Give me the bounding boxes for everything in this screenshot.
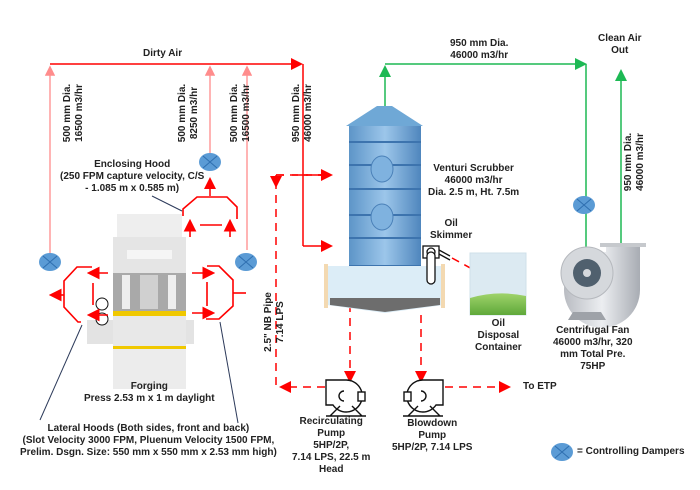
enclosing-hood-label: Enclosing Hood(250 FPM capture velocity,… bbox=[60, 159, 205, 194]
dirty-air-label: Dirty Air bbox=[143, 48, 183, 59]
recirculating-pump-icon bbox=[325, 379, 366, 417]
scrubber-sump bbox=[324, 264, 445, 313]
right-duct-label: 500 mm Dia.16500 m3/hr bbox=[229, 83, 252, 143]
to-etp-label: To ETP bbox=[523, 381, 557, 392]
lateral-hood-left-icon bbox=[48, 266, 108, 323]
legend-damper-label: = Controlling Dampers bbox=[577, 446, 685, 457]
damper-icons bbox=[39, 153, 595, 461]
venturi-scrubber bbox=[346, 106, 423, 267]
forging-press-icon bbox=[87, 214, 194, 389]
damper-icon bbox=[235, 253, 257, 271]
lateral-hoods-label: Lateral Hoods (Both sides, front and bac… bbox=[20, 423, 277, 458]
oil-skimmer-icon bbox=[422, 245, 451, 285]
clean-air-ducts bbox=[379, 58, 627, 268]
legend-damper-icon bbox=[551, 443, 573, 461]
oil-disposal-container bbox=[469, 252, 527, 316]
callout-pointers bbox=[39, 195, 239, 424]
fan-outlet-label: 950 mm Dia.46000 m3/hr bbox=[623, 132, 646, 192]
dirty-air-ducts bbox=[44, 58, 333, 255]
damper-icon bbox=[39, 253, 61, 271]
left-duct-label: 500 mm Dia.16500 m3/hr bbox=[62, 83, 85, 143]
centrifugal-fan-icon bbox=[560, 243, 646, 328]
lateral-hood-right-icon bbox=[192, 265, 246, 320]
blowdown-pump-icon bbox=[403, 379, 444, 417]
scrubber-outlet-label: 950 mm Dia.46000 m3/hr bbox=[450, 38, 509, 61]
damper-icon bbox=[199, 153, 221, 171]
main-duct-label: 950 mm Dia.46000 m3/hr bbox=[291, 83, 314, 143]
enclosing-hood-icon bbox=[182, 196, 238, 237]
enclosing-duct-label: 500 mm Dia.8250 m3/hr bbox=[177, 83, 200, 143]
water-lines bbox=[270, 169, 511, 393]
damper-icon bbox=[573, 196, 595, 214]
